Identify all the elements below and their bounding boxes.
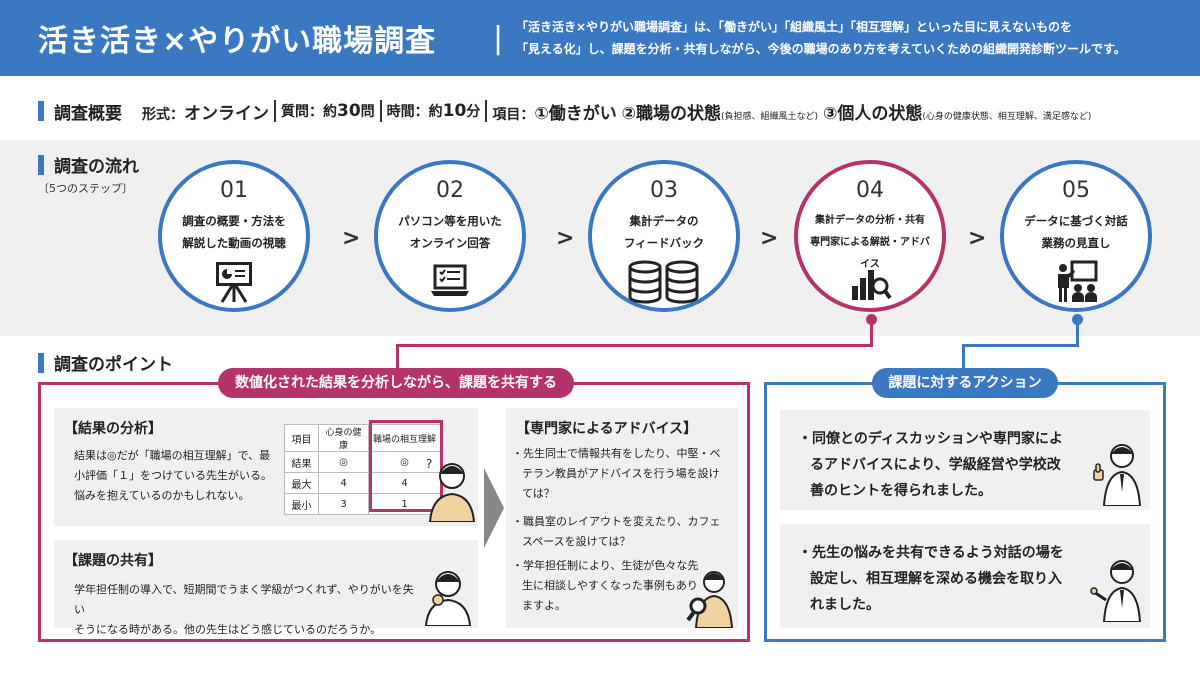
overview-divider [274, 100, 276, 122]
analysis-share-pill: 数値化された結果を分析しながら、課題を共有する [218, 368, 574, 398]
header-desc-line1: 「活き活き×やりがい職場調査」は、「働きがい」「組織風土」「相互理解」といった目… [516, 20, 1073, 34]
thinking-teacher-icon [418, 566, 476, 630]
presentation-board-icon [162, 260, 306, 304]
analysis-text: 結果は◎だが「職場の相互理解」で、最 小評価「１」をつけている先生がいる。 悩み… [74, 449, 272, 502]
action-card-1 [780, 410, 1150, 510]
overview-questions: 質問：約30問 [281, 101, 375, 121]
connector-line [962, 344, 965, 370]
chevron-right-icon: > [556, 226, 575, 251]
flow-subtitle: 〔5つのステップ〕 [38, 182, 133, 195]
header-banner: 活き活き×やりがい職場調査 | 「活き活き×やりがい職場調査」は、「働きがい」「… [0, 0, 1200, 76]
svg-text:?: ? [426, 457, 432, 471]
connector-line [396, 344, 873, 347]
action-card-2 [780, 524, 1150, 628]
share-title: 【課題の共有】 [64, 553, 162, 569]
action-text-1: ・同僚とのディスカッションや専門家によるアドバイスにより、学級経営や学校改善のヒ… [798, 431, 1063, 499]
worried-teacher-icon: ? [424, 456, 476, 526]
overview-divider [485, 100, 488, 122]
step-01: 01 調査の概要・方法を解説した動画の視聴 [158, 160, 310, 312]
header-desc-line2: 「見える化」し、課題を分析・共有しながら、今後の職場のあり方を考えていくための組… [516, 42, 1126, 56]
advice-item: ・職員室のレイアウトを変えたり、カフェスペースを設けては？ [512, 515, 721, 548]
step-text: パソコン等を用いたオンライン回答 [398, 214, 502, 250]
overview-time: 時間：約10分 [386, 101, 481, 121]
share-card: 【課題の共有】 学年担任制の導入で、短期間でうまく学級がつくれず、やりがいを失い… [54, 540, 478, 636]
step-number: 05 [1062, 178, 1090, 203]
flow-heading: 調査の流れ [38, 152, 159, 177]
step-03: 03 集計データのフィードバック [588, 160, 740, 312]
page-title: 活き活き×やりがい職場調査 [38, 24, 437, 59]
overview-items: 項目：①働きがい ②職場の状態(負担感、組織風土など) ③個人の状態(心身の健康… [492, 103, 1092, 124]
step-text: データに基づく対話業務の見直し [1024, 214, 1128, 250]
result-table: 項目 心身の健康 職場の相互理解 結果 ◎ ◎ 最大 4 4 最小 3 1 [284, 424, 441, 515]
connector-line [962, 344, 1079, 347]
header-separator: | [492, 20, 504, 56]
overview-divider [379, 100, 382, 122]
share-text: 学年担任制の導入で、短期間でうまく学級がつくれず、やりがいを失い そうになる時が… [74, 583, 414, 636]
connector-line [870, 320, 873, 346]
step-number: 03 [650, 178, 678, 203]
connector-line [396, 344, 399, 370]
overview-format: 形式：オンライン [142, 103, 269, 124]
arrow-right-icon [484, 468, 504, 548]
chart-magnifier-icon [798, 260, 942, 304]
section-marker [38, 352, 44, 373]
advice-item: ・学年担任制により、生徒が色々な先生に相談しやすくなった事例もありますよ。 [512, 559, 699, 612]
action-text-2: ・先生の悩みを共有できるよう対話の場を設定し、相互理解を深める機会を取り入れまし… [798, 545, 1064, 613]
laptop-checklist-icon [378, 260, 522, 304]
chevron-right-icon: > [968, 226, 987, 251]
section-marker [38, 154, 44, 175]
meeting-presenter-icon [1004, 260, 1148, 304]
step-text: 集計データの分析・共有専門家による解説・アドバイス [810, 215, 930, 270]
step-text: 調査の概要・方法を解説した動画の視聴 [182, 214, 286, 250]
expert-advisor-icon [686, 568, 736, 632]
connector-line [1076, 320, 1079, 346]
section-marker [38, 101, 44, 121]
step-number: 01 [220, 178, 248, 203]
table-highlight [369, 420, 443, 512]
step-number: 04 [856, 178, 884, 203]
step-number: 02 [436, 178, 464, 203]
database-icon [592, 260, 736, 304]
step-text: 集計データのフィードバック [623, 214, 705, 250]
step-05: 05 データに基づく対話業務の見直し [1000, 160, 1152, 312]
connector-dot [1072, 314, 1083, 325]
advice-card: 【専門家によるアドバイス】 [506, 408, 738, 628]
connector-dot [866, 314, 877, 325]
survey-overview: 調査概要 形式：オンライン 質問：約30問 時間：約10分 項目：①働きがい ②… [38, 96, 1178, 126]
step-02: 02 パソコン等を用いたオンライン回答 [374, 160, 526, 312]
points-title: 調査のポイント [54, 355, 173, 375]
overview-title: 調査概要 [54, 103, 122, 124]
action-pill: 課題に対するアクション [872, 368, 1058, 398]
chevron-right-icon: > [342, 226, 361, 251]
advice-item: ・先生同士で情報共有をしたり、中堅・ベテラン教員がアドバイスを行う場を設けては？ [512, 447, 721, 500]
analysis-title: 【結果の分析】 [64, 421, 162, 437]
flow-title: 調査の流れ [54, 157, 139, 177]
header-description: 「活き活き×やりがい職場調査」は、「働きがい」「組織風土」「相互理解」といった目… [516, 16, 1156, 60]
presenting-teacher-icon [1090, 556, 1146, 626]
step-04: 04 集計データの分析・共有専門家による解説・アドバイス [794, 160, 946, 312]
points-heading: 調査のポイント [38, 350, 193, 375]
thumbs-up-teacher-icon [1090, 440, 1146, 510]
advice-title: 【専門家によるアドバイス】 [516, 421, 698, 437]
chevron-right-icon: > [760, 226, 779, 251]
